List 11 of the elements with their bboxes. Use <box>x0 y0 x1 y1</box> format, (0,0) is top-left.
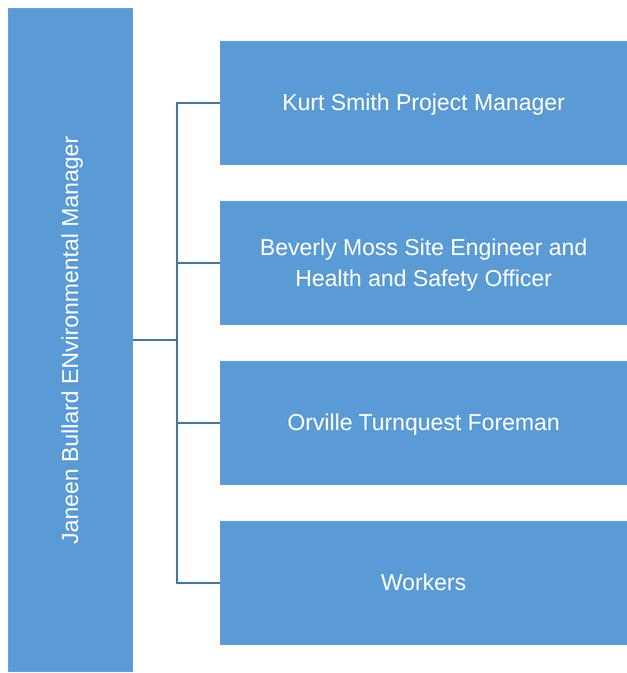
role-label: Workers <box>380 568 466 598</box>
role-label: Orville Turnquest Foreman <box>287 408 560 438</box>
org-box <box>220 201 627 325</box>
org-box <box>8 8 133 672</box>
org-box <box>220 361 627 485</box>
role-label: Janeen Bullard ENvironmental Manager <box>56 136 84 544</box>
org-box <box>220 521 627 645</box>
org-box <box>220 41 627 165</box>
role-label: Beverly Moss Site Engineer and Health and Safety Officer <box>258 232 588 293</box>
connector-line <box>133 339 220 584</box>
role-label: Kurt Smith Project Manager <box>282 88 565 118</box>
